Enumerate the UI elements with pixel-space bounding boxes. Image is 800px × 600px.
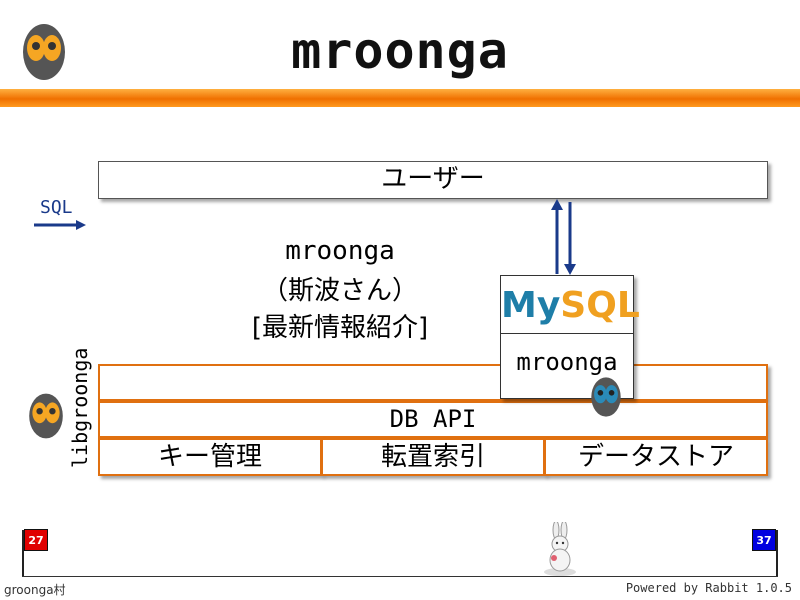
current-page-flag: 27	[24, 529, 48, 551]
mysql-separator	[501, 333, 633, 334]
db-api-layer: DB API	[98, 401, 768, 438]
groonga-logo-icon	[22, 22, 66, 86]
mysql-mroonga-box: MySQL mroonga	[500, 275, 640, 399]
groonga-logo-icon	[590, 376, 622, 422]
footer-left-text: groonga村	[4, 583, 66, 597]
bidirectional-arrow-icon	[551, 199, 576, 275]
start-flag-pole	[22, 530, 24, 576]
groonga-logo-icon	[28, 392, 64, 444]
footer-progress-line	[22, 576, 778, 577]
title-underline-bar	[0, 89, 800, 107]
inverted-index-cell: 転置索引	[321, 438, 545, 476]
end-flag-pole	[776, 530, 778, 576]
mysql-logo: MySQL	[501, 285, 640, 326]
sql-label: SQL	[40, 197, 73, 218]
sql-arrow-icon	[34, 220, 86, 230]
footer-right-text: Powered by Rabbit 1.0.5	[625, 581, 792, 595]
libgroonga-label: libgroonga	[68, 347, 92, 468]
desc-line-1: mroonga	[285, 236, 395, 266]
desc-line-2: （斯波さん）	[261, 276, 418, 306]
datastore-cell: データストア	[544, 438, 768, 476]
key-management-cell: キー管理	[98, 438, 322, 476]
rabbit-icon	[540, 520, 580, 582]
desc-line-3: [最新情報紹介]	[251, 313, 429, 343]
slide-title: mroonga	[291, 22, 509, 80]
total-page-flag: 37	[752, 529, 776, 551]
user-box: ユーザー	[98, 161, 768, 199]
mroonga-label: mroonga	[516, 348, 618, 376]
libgroonga-top-layer	[98, 364, 768, 401]
